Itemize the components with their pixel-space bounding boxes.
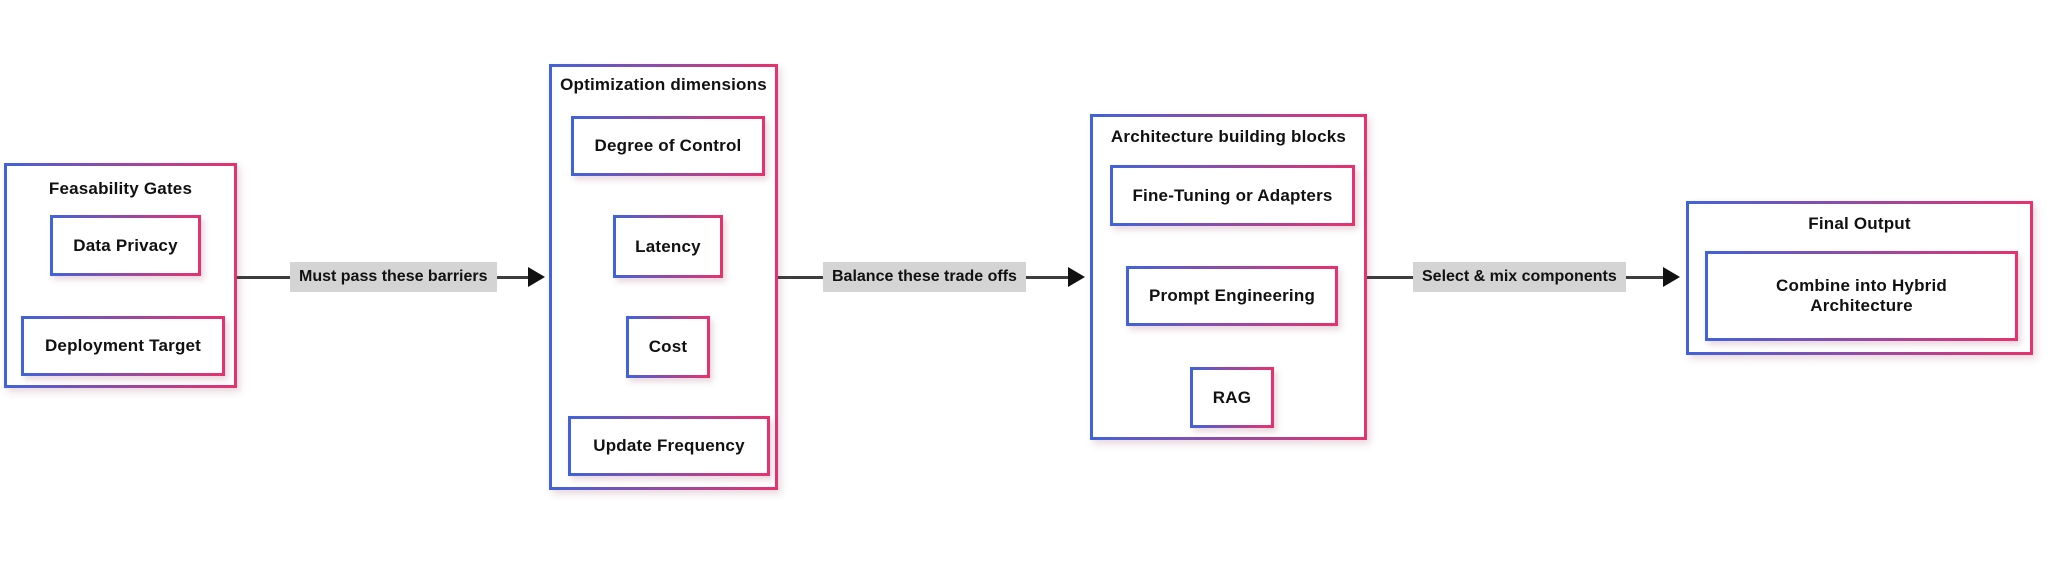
node-label: Prompt Engineering [1148,286,1316,305]
node-label: Data Privacy [73,235,178,255]
node-deployment-target: Deployment Target [21,316,225,376]
group-title: Architecture building blocks [1110,127,1347,146]
node-fine-tuning-or-adapters: Fine-Tuning or Adapters [1110,165,1355,226]
node-label: Degree of Control [594,136,742,155]
group-architecture-building-blocks: Architecture building blocks Fine-Tuning… [1090,114,1367,440]
group-final-output: Final Output Combine into Hybrid Archite… [1686,201,2033,355]
node-combine-into-hybrid-architecture: Combine into Hybrid Architecture [1705,251,2018,341]
node-label: Combine into Hybrid Architecture [1776,276,1947,315]
node-update-frequency: Update Frequency [568,416,770,476]
node-degree-of-control: Degree of Control [571,116,765,176]
node-prompt-engineering: Prompt Engineering [1126,266,1338,326]
node-label: Update Frequency [593,436,745,455]
node-label: Deployment Target [44,336,202,355]
node-label: RAG [1212,387,1252,407]
group-feasability-gates: Feasability Gates Data Privacy Deploymen… [4,163,237,388]
arrowhead-right-icon [1663,267,1680,287]
arrowhead-right-icon [528,267,545,287]
connector-label: Balance these trade offs [823,262,1026,292]
node-label: Fine-Tuning or Adapters [1132,185,1333,205]
node-data-privacy: Data Privacy [50,215,201,276]
node-label: Cost [648,337,688,356]
node-latency: Latency [613,215,723,278]
node-label: Latency [635,236,701,256]
group-optimization-dimensions: Optimization dimensions Degree of Contro… [549,64,778,490]
connector-label: Select & mix components [1413,262,1626,292]
group-title: Final Output [1808,214,1911,233]
connector-label: Must pass these barriers [290,262,497,292]
group-title: Optimization dimensions [560,75,767,94]
node-cost: Cost [626,316,710,378]
node-rag: RAG [1190,367,1274,428]
arrowhead-right-icon [1068,267,1085,287]
group-title: Feasability Gates [48,179,193,198]
